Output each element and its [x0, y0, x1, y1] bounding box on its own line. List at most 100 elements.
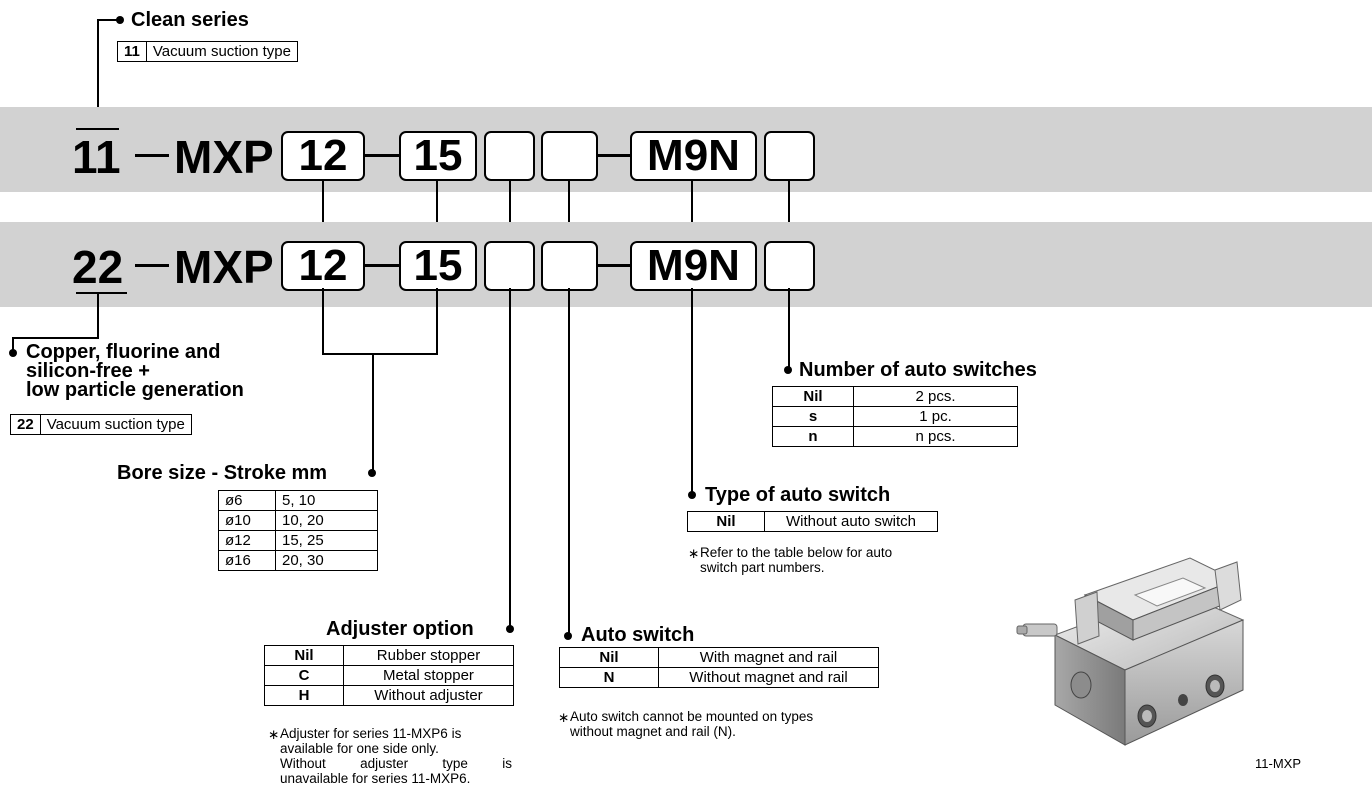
leader-line [97, 19, 117, 21]
stroke-cell: 5, 10 [275, 490, 378, 511]
switch-count-heading: Number of auto switches [799, 359, 1037, 381]
adjuster-note-mark: ∗ [268, 727, 280, 742]
clean-series-heading: Clean series [131, 9, 249, 31]
bore-cell: ø6 [218, 490, 276, 511]
auto-switch-desc: Without magnet and rail [658, 667, 879, 688]
adjuster-note-line: unavailable for series 11-MXP6. [280, 771, 471, 786]
leader-line [12, 337, 14, 353]
switch-type-note-line: Refer to the table below for auto [700, 545, 893, 560]
separator-dash [135, 154, 169, 157]
switch-type-desc: Without auto switch [764, 511, 938, 532]
stroke-box-2: 15 [399, 241, 477, 291]
auto-switch-row: Nil With magnet and rail [559, 647, 879, 668]
copper-heading-line-3: low particle generation [26, 379, 244, 401]
auto-switch-heading: Auto switch [581, 624, 695, 646]
adjuster-row: Nil Rubber stopper [264, 645, 514, 666]
connector-line [322, 181, 324, 229]
count-box-1 [764, 131, 815, 181]
adjuster-bullet-icon [506, 625, 514, 633]
bore-stroke-row: ø10 10, 20 [218, 510, 378, 531]
adjuster-desc: Metal stopper [343, 665, 514, 686]
copper-series-desc: Vacuum suction type [39, 414, 192, 435]
adjuster-note-line: Adjuster for series 11-MXP6 is [280, 726, 462, 741]
adjuster-box-1 [484, 131, 535, 181]
bore-stroke-heading: Bore size - Stroke mm [117, 462, 328, 484]
series-code-2: 22 [72, 241, 124, 293]
bore-cell: ø10 [218, 510, 276, 531]
adjuster-code: C [264, 665, 344, 686]
switch-type-bullet-icon [688, 491, 696, 499]
auto-switch-note-line: Auto switch cannot be mounted on types [570, 709, 814, 724]
auto-switch-desc: With magnet and rail [658, 647, 879, 668]
switch-count-row: s 1 pc. [772, 406, 1018, 427]
switch-count-table: Nil 2 pcs. s 1 pc. n n pcs. [772, 386, 1018, 447]
clean-series-desc: Vacuum suction type [145, 41, 299, 62]
copper-series-heading: Copper, fluorine and silicon-free + low … [26, 341, 244, 401]
bore-box-1: 12 [281, 131, 365, 181]
bore-cell: ø16 [218, 550, 276, 571]
model-code-1: MXP [174, 131, 274, 183]
product-caption: 11-MXP [1255, 756, 1301, 771]
adjuster-note-line: Without adjuster type is [280, 756, 512, 771]
leader-line [372, 353, 374, 472]
leader-line [322, 353, 438, 355]
switch-count-code: n [772, 426, 854, 447]
copper-heading-line-2: silicon-free + [26, 360, 150, 382]
adjuster-row: C Metal stopper [264, 665, 514, 686]
switch-count-code: Nil [772, 386, 854, 407]
magnet-box-2 [541, 241, 598, 291]
switch-count-bullet-icon [784, 366, 792, 374]
leader-line [12, 337, 99, 339]
separator-dash [598, 264, 630, 267]
stroke-box-1: 15 [399, 131, 477, 181]
switch-type-note-mark: ∗ [688, 546, 700, 561]
bore-stroke-bullet-icon [368, 469, 376, 477]
separator-dash [365, 154, 399, 157]
adjuster-row: H Without adjuster [264, 685, 514, 706]
stroke-cell: 10, 20 [275, 510, 378, 531]
bore-box-2: 12 [281, 241, 365, 291]
switch-type-row: Nil Without auto switch [687, 511, 938, 532]
auto-switch-bullet-icon [564, 632, 572, 640]
switch-type-table: Nil Without auto switch [687, 511, 938, 532]
switch-box-1: M9N [630, 131, 757, 181]
connector-line [691, 181, 693, 229]
connector-line [509, 181, 511, 229]
air-slide-table-product-image [1016, 557, 1245, 746]
leader-line [568, 288, 570, 636]
auto-switch-note: Auto switch cannot be mounted on types w… [570, 709, 813, 739]
switch-count-desc: n pcs. [853, 426, 1018, 447]
adjuster-desc: Without adjuster [343, 685, 514, 706]
auto-switch-row: N Without magnet and rail [559, 667, 879, 688]
separator-dash [365, 264, 399, 267]
adjuster-box-2 [484, 241, 535, 291]
copper-heading-line-1: Copper, fluorine and [26, 341, 221, 363]
stroke-cell: 15, 25 [275, 530, 378, 551]
auto-switch-note-mark: ∗ [558, 710, 570, 725]
adjuster-desc: Rubber stopper [343, 645, 514, 666]
stroke-cell: 20, 30 [275, 550, 378, 571]
connector-line [788, 181, 790, 229]
bore-stroke-row: ø16 20, 30 [218, 550, 378, 571]
leader-line [509, 288, 511, 630]
adjuster-note: Adjuster for series 11-MXP6 is available… [280, 726, 512, 786]
leader-line [436, 288, 438, 354]
bore-cell: ø12 [218, 530, 276, 551]
separator-dash [598, 154, 630, 157]
adjuster-code: H [264, 685, 344, 706]
model-code-2: MXP [174, 241, 274, 293]
series-overline [76, 128, 119, 130]
switch-count-row: n n pcs. [772, 426, 1018, 447]
adjuster-heading: Adjuster option [326, 618, 474, 640]
switch-count-code: s [772, 406, 854, 427]
clean-series-code: 11 [117, 41, 147, 62]
switch-type-code: Nil [687, 511, 765, 532]
copper-series-code: 22 [10, 414, 41, 435]
adjuster-note-line: available for one side only. [280, 741, 439, 756]
clean-series-table: 11 Vacuum suction type [117, 41, 299, 62]
switch-box-2: M9N [630, 241, 757, 291]
leader-line [97, 293, 99, 339]
switch-type-note: Refer to the table below for auto switch… [700, 545, 892, 575]
bore-stroke-row: ø6 5, 10 [218, 490, 378, 511]
switch-type-note-line: switch part numbers. [700, 560, 825, 575]
